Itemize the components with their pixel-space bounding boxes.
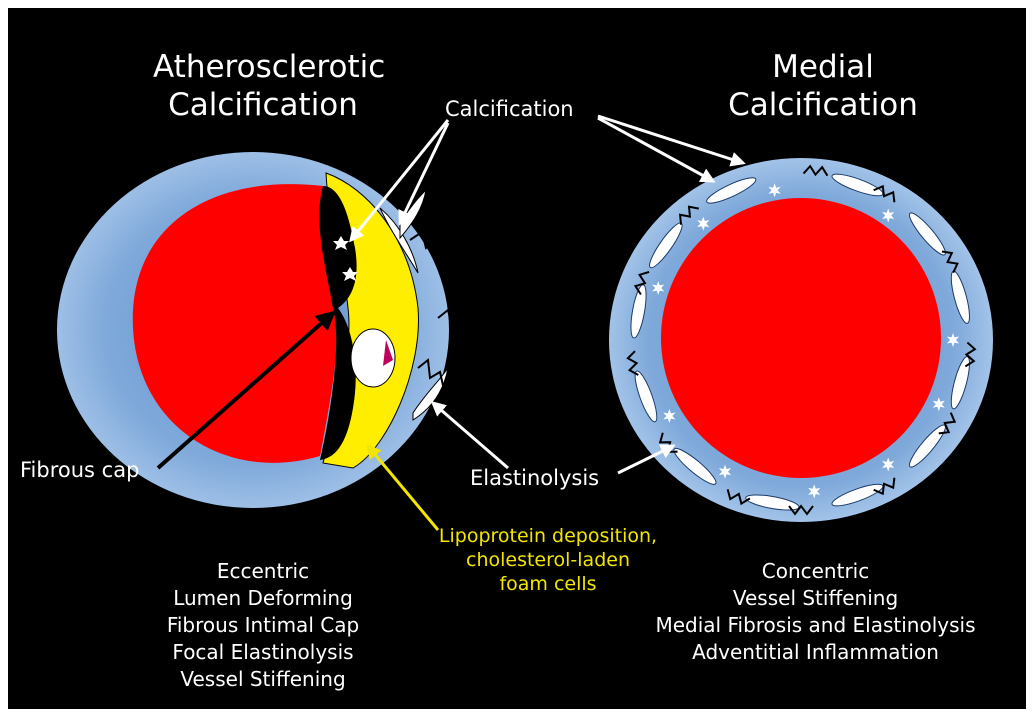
elastinolysis-label: Elastinolysis [470,465,599,491]
right-feature-2: Vessel Stiffening [643,585,988,612]
lipoprotein-line-2: cholesterol-laden [433,548,663,572]
lipoprotein-line-3: foam cells [433,572,663,596]
right-title: Medial Calcification [718,48,928,124]
lipoprotein-label: Lipoprotein deposition, cholesterol-lade… [433,524,663,596]
left-feature-5: Vessel Stiffening [133,666,393,693]
left-feature-1: Eccentric [133,558,393,585]
left-title: Atherosclerotic Calcification [153,48,373,124]
left-feature-list: Eccentric Lumen Deforming Fibrous Intima… [133,558,393,693]
left-feature-3: Fibrous Intimal Cap [133,612,393,639]
right-title-line-2: Calcification [718,86,928,124]
right-title-line-1: Medial [718,48,928,86]
lipoprotein-line-1: Lipoprotein deposition, [433,524,663,548]
right-feature-1: Concentric [643,558,988,585]
left-title-line-1: Atherosclerotic [153,48,373,86]
lipoprotein-arrow [368,446,438,530]
elastinolysis-arrow-left [433,403,508,468]
left-feature-2: Lumen Deforming [133,585,393,612]
right-feature-3: Medial Fibrosis and Elastinolysis [643,612,988,639]
fibrous-cap-label: Fibrous cap [20,457,139,483]
calcification-arrow-to-wall [400,123,448,223]
atherosclerotic-vessel [57,152,463,508]
medial-vessel [609,158,993,522]
right-feature-list: Concentric Vessel Stiffening Medial Fibr… [643,558,988,666]
right-feature-4: Adventitial Inflammation [643,639,988,666]
left-feature-4: Focal Elastinolysis [133,639,393,666]
diagram-canvas: Atherosclerotic Calcification Medial Cal… [8,8,1026,709]
calcification-label: Calcification [445,96,574,122]
calcification-arrow-to-medial-star [598,118,713,181]
left-title-line-2: Calcification [153,86,373,124]
right-lumen [661,198,941,478]
